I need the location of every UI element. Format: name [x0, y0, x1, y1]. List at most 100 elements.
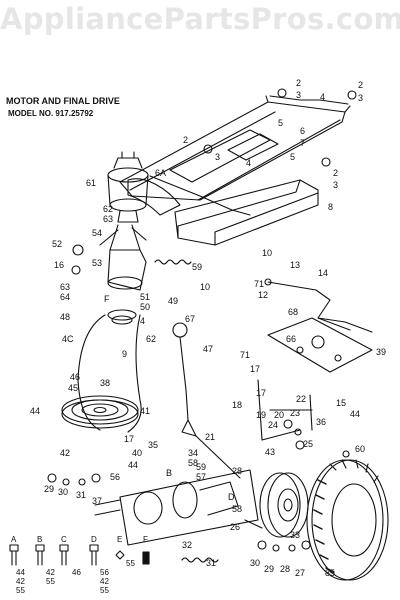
callout: 49: [168, 296, 178, 306]
callout: 58: [188, 458, 198, 468]
transaxle: [94, 469, 263, 546]
model-number: MODEL NO. 917.25792: [8, 109, 94, 118]
spring-59: [154, 259, 192, 265]
callout: 30: [58, 487, 68, 497]
callout: 34: [188, 448, 198, 458]
callout: 45: [68, 383, 78, 393]
callout: 14: [318, 268, 328, 278]
callout: 38: [100, 378, 110, 388]
callout: 4C: [62, 334, 74, 344]
legend-number: 55: [100, 586, 109, 595]
callout: 31: [206, 558, 216, 568]
callout: 30: [250, 558, 260, 568]
legend-number: 42: [16, 577, 25, 586]
callout: 4: [140, 316, 145, 326]
callout: 59: [196, 462, 206, 472]
callout: 44: [350, 409, 360, 419]
tire: [306, 459, 389, 581]
legend-letter: D: [91, 535, 97, 544]
large-pulley: [61, 395, 139, 429]
callout: 58: [232, 504, 242, 514]
legend-number: 55: [126, 559, 135, 568]
callout: 66: [286, 334, 296, 344]
callout: 10: [200, 282, 210, 292]
callout: 36: [316, 417, 326, 427]
legend-letter: F: [143, 535, 148, 544]
callout: 5: [278, 118, 283, 128]
callout: 3: [358, 93, 363, 103]
legend-letter: E: [117, 535, 122, 544]
diagram-title: MOTOR AND FINAL DRIVE: [6, 96, 120, 106]
callout: 31: [76, 490, 86, 500]
chassis-frame: [119, 95, 351, 201]
callout: 63: [60, 282, 70, 292]
callout: 17: [124, 434, 134, 444]
legend-number: 42: [46, 568, 55, 577]
callout: 17: [250, 364, 260, 374]
callout: 41: [140, 406, 150, 416]
callout: 40: [132, 448, 142, 458]
callout: 15: [336, 398, 346, 408]
legend-number: 44: [16, 568, 25, 577]
motor: [107, 151, 149, 223]
callout: 32: [182, 540, 192, 550]
callout: 57: [196, 472, 206, 482]
callout: 44: [128, 460, 138, 470]
callout: 60: [355, 444, 365, 454]
callout: 71: [254, 279, 264, 289]
callout: 23: [290, 408, 300, 418]
callout: 24: [268, 420, 278, 430]
legend-letter: A: [11, 535, 17, 544]
legend-number: 42: [100, 577, 109, 586]
callout: 13: [290, 260, 300, 270]
callout: 3: [215, 152, 220, 162]
callout: 62: [103, 204, 113, 214]
callout: 9: [122, 349, 127, 359]
callout: 20: [274, 410, 284, 420]
callout: 28: [280, 564, 290, 574]
callout: 6A: [155, 168, 166, 178]
legend-number: 46: [72, 568, 81, 577]
callout: 59: [192, 262, 202, 272]
drive-belt: [77, 309, 142, 433]
callout: 61: [86, 178, 96, 188]
callout: 10: [262, 248, 272, 258]
callout: 3: [333, 180, 338, 190]
callout: 3: [296, 90, 301, 100]
callout: 43: [265, 447, 275, 457]
watermark: AppliancePartsPros.com: [0, 2, 400, 36]
callout: 18: [232, 400, 242, 410]
callout: 25: [303, 439, 313, 449]
callout: 29: [44, 484, 54, 494]
callout: 16: [54, 260, 64, 270]
spring-32: [181, 557, 219, 563]
callout: 2: [333, 168, 338, 178]
hardware-legend: [9, 544, 150, 566]
callout: 7: [300, 138, 305, 148]
callout: 52: [52, 239, 62, 249]
callout: 46: [70, 372, 80, 382]
callout: 53: [92, 258, 102, 268]
callout: 4: [246, 158, 251, 168]
callout: 26: [230, 522, 240, 532]
callout: 21: [205, 432, 215, 442]
callout: 67: [185, 314, 195, 324]
callout: 39: [376, 347, 386, 357]
wheel-rim: [259, 472, 309, 538]
motor-mount: [99, 224, 147, 291]
callout: 56: [110, 472, 120, 482]
callout: 85: [325, 568, 335, 578]
legend-number: 55: [46, 577, 55, 586]
callout: 33: [290, 530, 300, 540]
callout: 35: [148, 440, 158, 450]
callout: 28: [232, 466, 242, 476]
callout: 71: [240, 350, 250, 360]
callout: 4: [320, 92, 325, 102]
callout: 54: [92, 228, 102, 238]
callout: 63: [103, 214, 113, 224]
callout: 22: [296, 394, 306, 404]
shift-lever: [172, 322, 241, 479]
callout: 48: [60, 312, 70, 322]
legend-number: 55: [16, 586, 25, 595]
